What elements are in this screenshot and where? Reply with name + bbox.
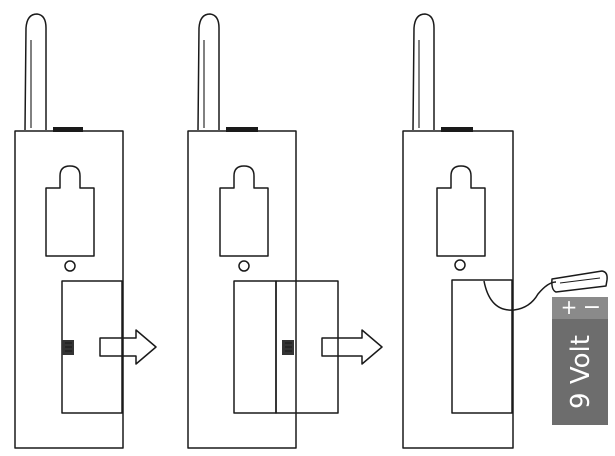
speaker-grill [436, 165, 486, 257]
device-body [14, 130, 124, 449]
indicator-light [238, 260, 250, 272]
speaker-grill [45, 165, 95, 257]
antenna-base [441, 127, 473, 132]
indicator-light [64, 260, 76, 272]
nine-volt-battery: + − 9 Volt [552, 295, 608, 425]
slide-arrow [321, 329, 383, 365]
step-3-device: + − 9 Volt [402, 13, 608, 449]
battery-snap-connector [551, 270, 608, 293]
device-body [402, 130, 514, 449]
speaker-grill [219, 165, 269, 257]
battery-terminal-strip [552, 297, 608, 319]
device-body [187, 130, 297, 449]
indicator-light [454, 259, 466, 271]
battery-body [552, 319, 608, 425]
empty-battery-compartment [451, 279, 513, 414]
battery-voltage-label: 9 Volt [566, 335, 596, 409]
slide-arrow [99, 329, 157, 365]
step-2-device [187, 13, 383, 449]
antenna [197, 13, 220, 131]
antenna-base [53, 127, 83, 132]
antenna [412, 13, 435, 131]
battery-wire [483, 280, 557, 311]
battery-compartment [233, 280, 277, 414]
antenna-base [226, 127, 258, 132]
battery-plus-label: + [561, 295, 578, 319]
battery-minus-label: − [583, 295, 601, 320]
antenna [24, 13, 47, 131]
battery-door-sliding [275, 280, 339, 414]
step-1-device [14, 13, 157, 449]
